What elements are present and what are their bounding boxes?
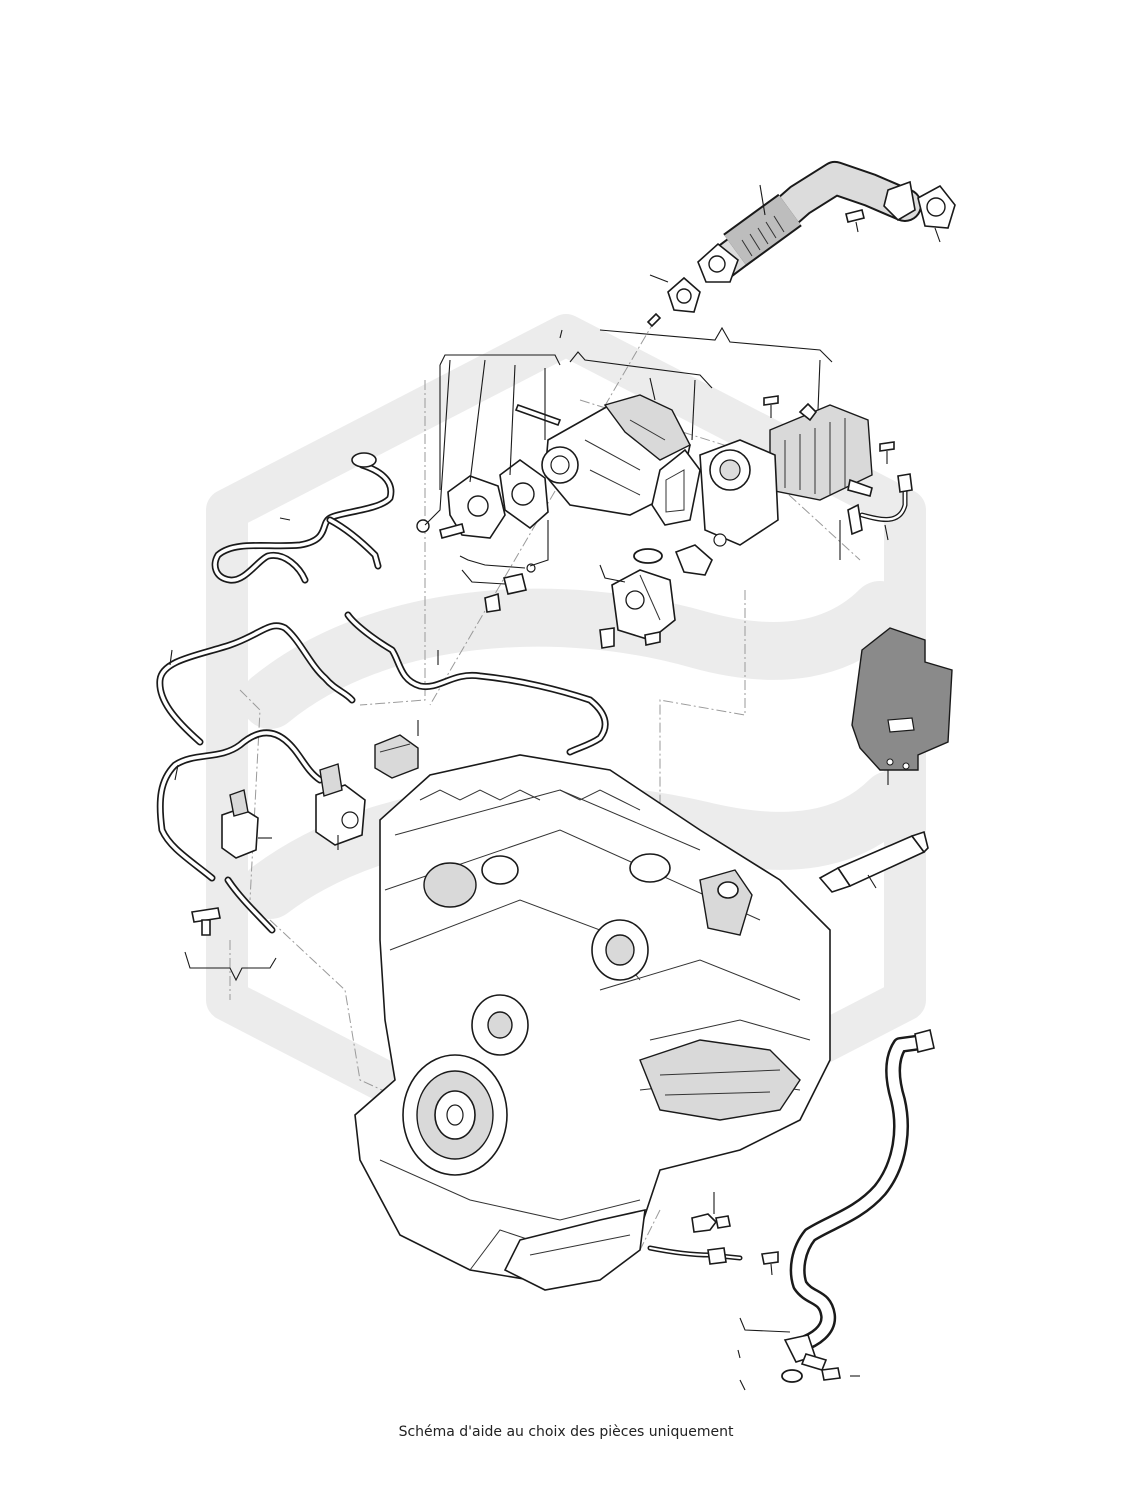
solenoid-valve-right [315, 763, 366, 846]
bolt-intake [439, 523, 465, 539]
bolt-pipe [845, 209, 865, 233]
t-connector [191, 907, 221, 936]
heat-shield [851, 627, 953, 771]
coolant-connector [783, 1334, 828, 1371]
rubber-mount [374, 734, 419, 779]
nut-intake [416, 519, 430, 533]
stud-small [646, 312, 662, 328]
callout-leaders [169, 184, 941, 1391]
vacuum-hose-upper [211, 452, 395, 584]
bolt-cooler-top [763, 395, 779, 418]
egr-cooler-gasket [651, 448, 701, 526]
coolant-pipe [789, 1029, 935, 1353]
pipe-gasket-right [917, 184, 956, 229]
exhaust-manifold [639, 1039, 801, 1121]
vacuum-hose-lower [156, 729, 324, 934]
solenoid-valve-left [221, 789, 272, 859]
bolt-connector [821, 1367, 841, 1381]
o-ring-connector [781, 1369, 803, 1383]
egr-pipe [697, 161, 922, 283]
check-valve [691, 1213, 731, 1233]
oil-pan [503, 1208, 646, 1291]
pipe-gasket-left [667, 276, 701, 313]
bolt-pipe-lower [761, 1251, 779, 1276]
belt-pulley-upper [471, 994, 529, 1056]
bolt-long-intake [514, 403, 562, 427]
diagram-caption: Schéma d'aide au choix des pièces unique… [398, 1424, 734, 1440]
intake-flange [447, 475, 506, 539]
egr-valve-gasket [499, 459, 549, 530]
temperature-sensor-cooler [847, 473, 913, 536]
coolant-valve-gasket [674, 544, 713, 576]
sealant-tube [818, 830, 929, 893]
egr-cooler [699, 402, 873, 547]
bolt-cooler-side [879, 441, 895, 464]
bolt-valve-lower [599, 627, 661, 649]
coolant-valve [611, 569, 676, 641]
crankshaft-pulley [402, 1054, 508, 1176]
pressure-sensor-intake [484, 563, 536, 613]
o-ring-valve [633, 548, 663, 564]
breather-hose [647, 1245, 743, 1265]
vacuum-hose-middle [156, 611, 609, 756]
